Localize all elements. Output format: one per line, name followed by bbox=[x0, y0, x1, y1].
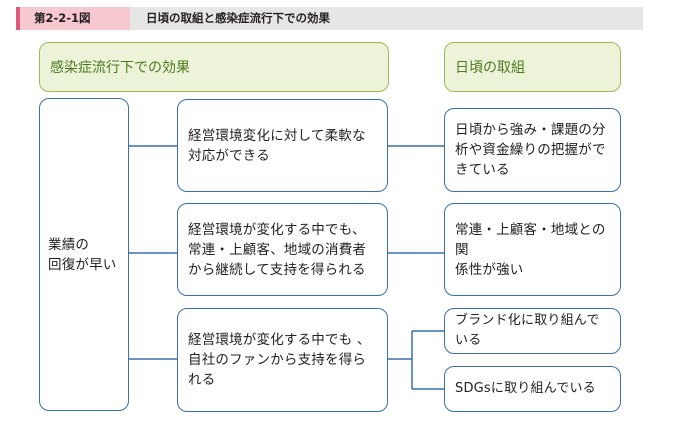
effort-text-line: ブランド化に取り組んでいる bbox=[455, 313, 600, 348]
effect-text-line: から継続して支持を得られる bbox=[188, 261, 366, 278]
effort-text-line: 係性が強い bbox=[455, 261, 524, 278]
header-effects-label: 感染症流行下での効果 bbox=[50, 60, 190, 76]
effect-text-line: 経営環境が変化する中でも、 bbox=[188, 221, 366, 238]
effect-text-line: 自社のファンから支持を得られる bbox=[188, 352, 367, 388]
figure-title: 日頃の取組と感染症流行下での効果 bbox=[146, 11, 330, 25]
performance-line-1: 業績の bbox=[48, 236, 90, 253]
effort-box-strength-analysis: 日頃から強み・課題の分 析や資金繰りの把握がで きている bbox=[444, 108, 621, 192]
effort-text-line: SDGsに取り組んでいる bbox=[455, 381, 596, 396]
effort-box-branding: ブランド化に取り組んでいる bbox=[444, 308, 621, 354]
figure-title-bar bbox=[16, 7, 643, 30]
effort-text-line: 常連・上顧客・地域との関 bbox=[455, 221, 606, 258]
header-daily-efforts: 日頃の取組 bbox=[444, 42, 621, 92]
performance-line-2: 回復が早い bbox=[48, 256, 117, 273]
effort-box-strong-relationships: 常連・上顧客・地域との関 係性が強い bbox=[444, 203, 621, 296]
performance-box: 業績の 回復が早い bbox=[39, 98, 129, 411]
effect-box-fan-support: 経営環境が変化する中でも 、 自社のファンから支持を得られる bbox=[177, 308, 388, 412]
effort-text-line: 日頃から強み・課題の分 bbox=[455, 122, 606, 138]
effort-box-sdgs: SDGsに取り組んでいる bbox=[444, 366, 621, 412]
effect-text-line: 対応ができる bbox=[188, 147, 270, 164]
figure-number: 第2-2-1図 bbox=[20, 7, 130, 30]
effect-box-regular-customer-support: 経営環境が変化する中でも、 常連・上顧客、地域の消費者 から継続して支持を得られ… bbox=[177, 203, 388, 296]
effort-text-line: きている bbox=[455, 162, 510, 178]
header-effects: 感染症流行下での効果 bbox=[39, 42, 389, 92]
effect-box-flexible-response: 経営環境変化に対して柔軟な 対応ができる bbox=[177, 99, 388, 192]
effect-text-line: 常連・上顧客、地域の消費者 bbox=[188, 241, 367, 258]
title-accent-stripe bbox=[16, 7, 20, 30]
effect-text-line: 経営環境変化に対して柔軟な bbox=[188, 127, 366, 144]
effort-text-line: 析や資金繰りの把握がで bbox=[455, 142, 606, 158]
header-daily-efforts-label: 日頃の取組 bbox=[455, 60, 525, 76]
effect-text-line: 経営環境が変化する中でも 、 bbox=[188, 332, 371, 348]
